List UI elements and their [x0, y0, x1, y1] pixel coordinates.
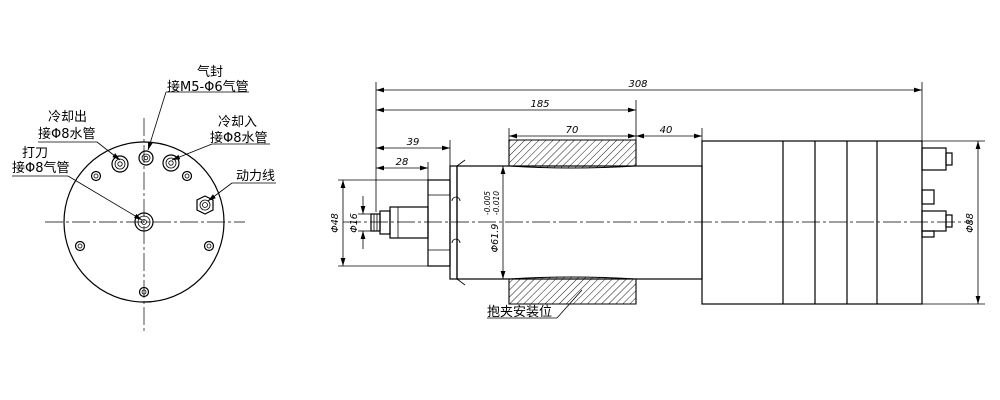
dim-clamp-length: 70 [566, 125, 579, 136]
dim-dia-61-9: Φ61.9 [490, 224, 501, 253]
coolant-in-fitting-icon [162, 154, 180, 172]
power-cable-label: 动力线 [236, 169, 275, 184]
gas-seal-label-1: 气封 [197, 64, 223, 80]
rear-fittings-icon [921, 147, 953, 238]
mounting-holes [74, 170, 215, 298]
dim-nose-39: 39 [407, 137, 420, 148]
dim-overall-length: 308 [628, 79, 647, 90]
gas-seal-fitting-icon [138, 150, 154, 166]
tool-release-label-1: 打刀 [22, 146, 48, 161]
coolant-out-label-2: 接Φ8水管 [38, 126, 96, 142]
clamp-position-label: 抱夹安装位 [487, 304, 552, 320]
coolant-in-label-1: 冷却入 [218, 115, 257, 130]
dim-nose-28: 28 [396, 157, 409, 168]
rear-housing [701, 140, 923, 305]
dim-dia-88: Φ88 [965, 213, 976, 233]
coolant-in-label-2: 接Φ8水管 [210, 130, 268, 146]
dim-clamp-end: 185 [530, 99, 549, 110]
horizontal-dimensions [375, 82, 923, 212]
end-view-housing-circle [63, 141, 225, 303]
dim-tol-lower: -0.010 [492, 191, 501, 215]
dim-tol-upper: -0.005 [483, 191, 492, 215]
tool-release-fitting-icon [134, 212, 154, 232]
end-view-leaders [12, 91, 276, 221]
end-view: 冷却出 接Φ8水管 气封 接M5-Φ6气管 冷却入 接Φ8水管 打刀 接Φ8气管… [12, 64, 276, 332]
dim-clamp-offset: 40 [660, 125, 673, 136]
main-body [451, 159, 703, 286]
clamp-hatching [508, 139, 637, 305]
vertical-dimensions [338, 140, 985, 305]
dim-dia-48: Φ48 [330, 213, 341, 233]
coolant-out-label-1: 冷却出 [48, 110, 87, 125]
front-flange [427, 165, 458, 280]
tool-nose [370, 206, 429, 239]
dim-dia-16: Φ16 [349, 213, 360, 233]
coolant-out-fitting-icon [111, 155, 129, 173]
gas-seal-label-2: 接M5-Φ6气管 [167, 79, 249, 95]
clamp-position-leader [487, 289, 583, 319]
tool-release-label-2: 接Φ8气管 [12, 160, 70, 176]
side-view: 308 185 70 40 39 28 Φ48 Φ16 Φ61.9 -0.005… [330, 79, 985, 320]
